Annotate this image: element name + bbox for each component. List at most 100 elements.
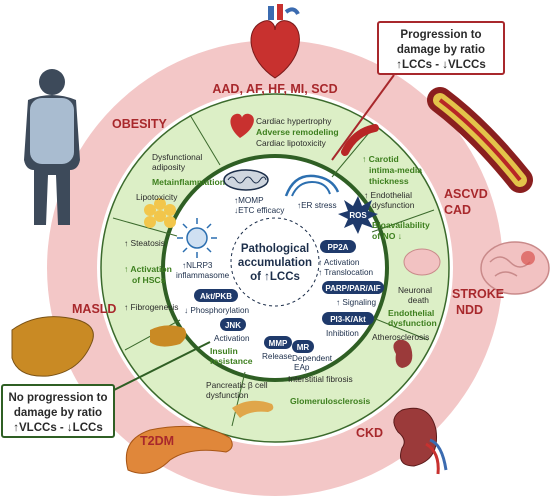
vessel-icon bbox=[341, 124, 379, 156]
obese-person-icon bbox=[24, 69, 80, 225]
pill-pi3k-label: PI3-K/Akt bbox=[330, 315, 366, 324]
band-dysfunctional: Dysfunctional bbox=[152, 152, 202, 162]
inner-inflammasome: inflammasome bbox=[176, 271, 230, 280]
band-cardiac-hypertrophy: Cardiac hypertrophy bbox=[256, 116, 332, 126]
inner-pp2a-activation: ↑ Activation bbox=[318, 258, 360, 267]
band-adverse-remodeling: Adverse remodeling bbox=[256, 127, 339, 137]
band-dysfunction-2: dysfunction bbox=[388, 318, 437, 328]
band-neuronal: Neuronal bbox=[398, 285, 432, 295]
band-cardiac-lipotoxicity: Cardiac lipotoxicity bbox=[256, 138, 327, 148]
disease-ndd: NDD bbox=[456, 303, 483, 317]
er-stress-icon bbox=[284, 174, 340, 197]
disease-t2dm: T2DM bbox=[140, 434, 174, 448]
ros-icon: ROS bbox=[338, 196, 378, 234]
mitochondrion-icon bbox=[223, 169, 269, 191]
inner-mr-dependent: Dependent bbox=[292, 354, 333, 363]
disease-cad: CAD bbox=[444, 203, 471, 217]
liver-icon bbox=[11, 316, 94, 377]
band-death: death bbox=[408, 295, 429, 305]
pill-jnk-label: JNK bbox=[225, 321, 241, 330]
fat-cells-icon bbox=[144, 198, 176, 228]
top-callout-leader bbox=[331, 74, 395, 161]
band-interstitial-fibrosis: Interstitial fibrosis bbox=[288, 374, 353, 384]
bottom-callout-line3: ↑VLCCs - ↓LCCs bbox=[13, 422, 102, 434]
bottom-callout-line1: No progression to bbox=[8, 392, 107, 404]
band-bioavailability: Bioavailability bbox=[372, 220, 430, 230]
band-activation-hscs: ↑ Activation bbox=[124, 264, 172, 274]
top-callout-box: Progression to damage by ratio ↑LCCs - ↓… bbox=[377, 21, 505, 75]
bottom-callout-box: No progression to damage by ratio ↑VLCCs… bbox=[1, 384, 115, 438]
band-endothelial-2: Endothelial bbox=[388, 308, 434, 318]
artery-plaque-icon bbox=[427, 87, 533, 193]
pill-parp bbox=[322, 281, 384, 294]
inner-nlrp3: ↑NLRP3 bbox=[182, 261, 213, 270]
disease-masld: MASLD bbox=[72, 302, 116, 316]
band-glomerulosclerosis: Glomerulosclerosis bbox=[290, 396, 370, 406]
pill-mmp bbox=[264, 336, 292, 349]
band-adiposity: adiposity bbox=[152, 162, 186, 172]
inner-akt-phosphorylation: ↓ Phosphorylation bbox=[184, 306, 250, 315]
brain-icon bbox=[480, 241, 550, 295]
band-of-no: of NO ↓ bbox=[372, 231, 402, 241]
bottom-callout-leader bbox=[109, 341, 211, 393]
inner-jnk-activation: Activation bbox=[214, 334, 250, 343]
band-carotid: ↑ Carotid bbox=[362, 154, 399, 164]
pill-parp-label: PARP/PAR/AIF bbox=[325, 284, 380, 293]
top-callout-line1: Progression to bbox=[400, 29, 481, 41]
band-of-hscs: of HSCs bbox=[132, 275, 166, 285]
inner-ros: ROS bbox=[349, 211, 367, 220]
band-intima-media: intima-media bbox=[369, 165, 422, 175]
inner-pi3k-inhibition: Inhibition bbox=[326, 329, 359, 338]
band-heart-icon bbox=[230, 113, 254, 138]
band-fibrogenesis: ↑ Fibrogenesis bbox=[124, 302, 178, 312]
inner-parp-signaling: ↑ Signaling bbox=[336, 298, 377, 307]
band-lipotoxicity: Lipotoxicity bbox=[136, 192, 178, 202]
band-atherosclerosis: Atherosclerosis bbox=[372, 332, 429, 342]
top-callout-line2: damage by ratio bbox=[397, 44, 485, 56]
disease-ckd: CKD bbox=[356, 426, 383, 440]
kidney-icon bbox=[393, 407, 448, 475]
band-brain-icon bbox=[403, 248, 441, 276]
pill-mr bbox=[292, 340, 314, 353]
band-liver-icon bbox=[150, 325, 187, 347]
center-line3: of ↑LCCs bbox=[250, 271, 300, 283]
disease-obesity: OBESITY bbox=[112, 117, 168, 131]
pill-pp2a bbox=[320, 240, 356, 253]
center-dashed-circle bbox=[230, 217, 320, 307]
pill-akt bbox=[194, 289, 238, 302]
top-callout-line3: ↑LCCs - ↓VLCCs bbox=[396, 59, 485, 71]
pill-mr-label: MR bbox=[297, 343, 310, 352]
inner-momp: ↑MOMP bbox=[234, 196, 264, 205]
inner-er-stress: ↑ER stress bbox=[297, 201, 337, 210]
inner-mmp-release: Release bbox=[262, 352, 292, 361]
band-pancreatic-beta-cell: Pancreatic β cell bbox=[206, 380, 268, 390]
band-steatosis: ↑ Steatosis bbox=[124, 238, 165, 248]
band-dysfunction: dysfunction bbox=[372, 200, 415, 210]
bottom-callout-line2: damage by ratio bbox=[14, 407, 102, 419]
band-resistance: resistance bbox=[210, 356, 253, 366]
pill-jnk bbox=[220, 318, 246, 331]
disease-ascvd: ASCVD bbox=[444, 187, 488, 201]
heart-icon bbox=[250, 4, 300, 79]
band-endothelial: ↑ Endothelial bbox=[364, 190, 412, 200]
band-metainflammation: Metainflammation bbox=[152, 177, 225, 187]
center-line1: Pathological bbox=[241, 243, 309, 255]
band-kidney-icon bbox=[393, 339, 413, 368]
inner-etc: ↓ETC efficacy bbox=[234, 206, 285, 215]
center-line2: accumulation bbox=[238, 257, 312, 269]
pill-pp2a-label: PP2A bbox=[328, 243, 349, 252]
disease-stroke: STROKE bbox=[452, 287, 504, 301]
pill-pi3k bbox=[322, 312, 374, 325]
band-thickness: thickness bbox=[369, 176, 409, 186]
inner-pp2a-translocation: ↑ Translocation bbox=[318, 268, 374, 277]
pill-akt-label: Akt/PKB bbox=[200, 292, 232, 301]
pancreas-icon bbox=[125, 425, 233, 474]
band-insulin: Insulin bbox=[210, 346, 238, 356]
band-pancreas-icon bbox=[232, 400, 274, 418]
pill-mmp-label: MMP bbox=[269, 339, 288, 348]
band-pancreatic-dysfunction: dysfunction bbox=[206, 390, 249, 400]
disease-cardiac: AAD, AF, HF, MI, SCD bbox=[212, 82, 337, 96]
inner-mr-eap: EAp bbox=[294, 363, 310, 372]
nlrp3-icon bbox=[177, 218, 217, 258]
